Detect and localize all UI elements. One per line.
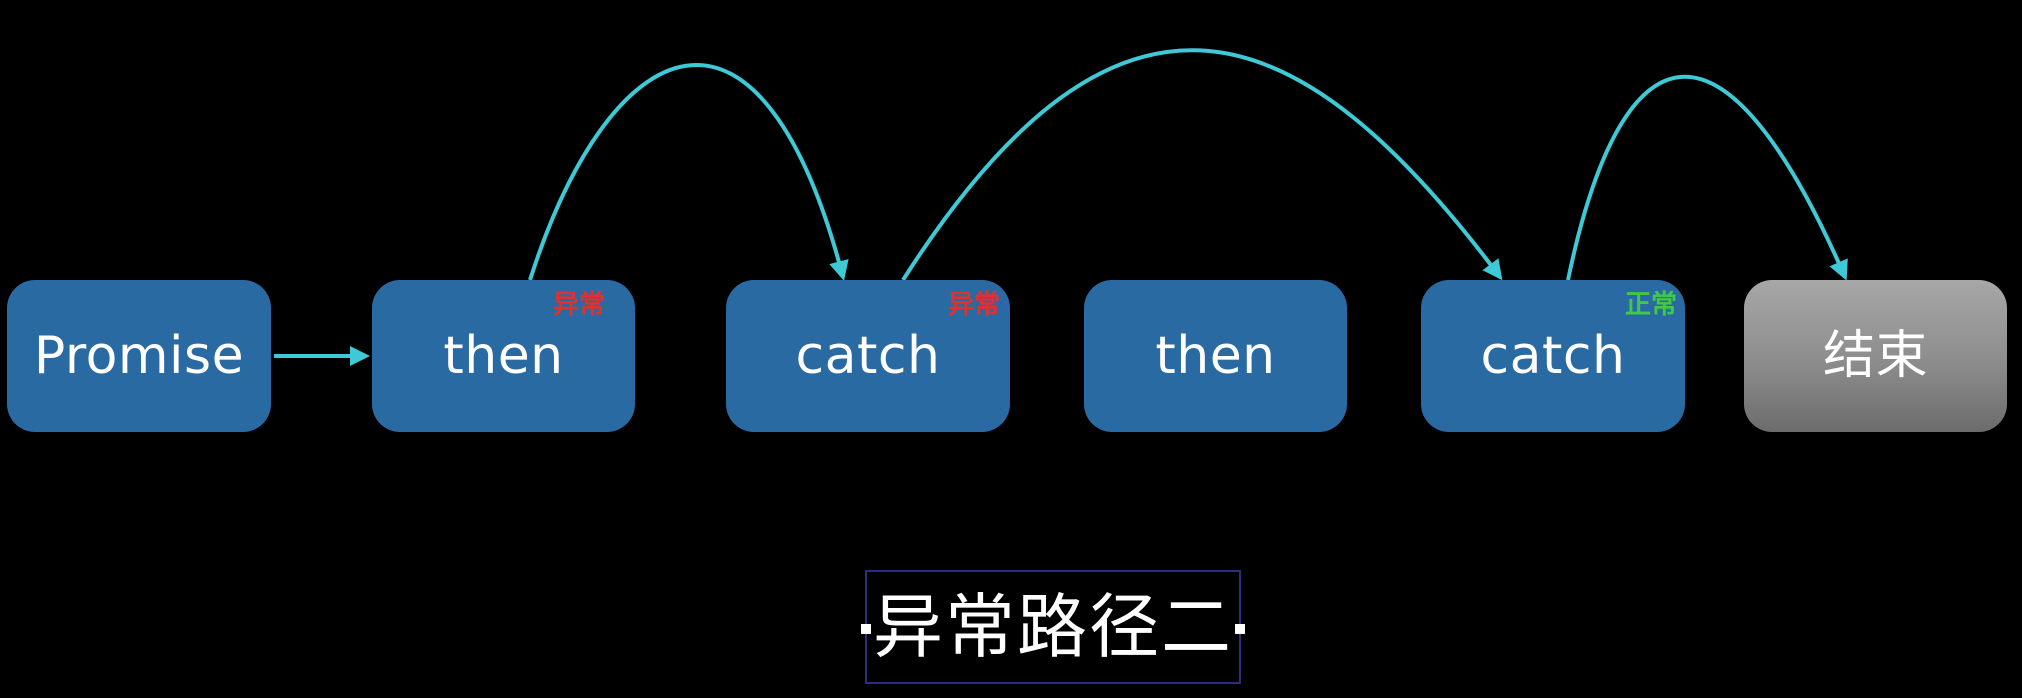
- node-label: then: [443, 326, 564, 386]
- status-badge: 正常: [1624, 290, 1677, 320]
- node-promise: Promise: [7, 280, 271, 432]
- status-badge: 异常: [947, 290, 1000, 320]
- node-catch-2: 正常 catch: [1421, 280, 1685, 432]
- node-label: Promise: [33, 326, 245, 386]
- arrow-then-to-catch: [528, 63, 849, 281]
- node-then-1: 异常 then: [372, 280, 635, 432]
- node-label: then: [1155, 326, 1276, 386]
- node-label: catch: [1480, 326, 1626, 386]
- node-label: 结束: [1822, 326, 1928, 386]
- node-end: 结束: [1744, 280, 2007, 432]
- resize-handle-left[interactable]: [861, 624, 871, 634]
- caption-textbox[interactable]: 异常路径二: [861, 570, 1245, 684]
- status-badge: 异常: [552, 290, 605, 320]
- resize-handle-right[interactable]: [1235, 624, 1245, 634]
- node-label: catch: [795, 326, 941, 386]
- arrow-catch-to-catch: [901, 48, 1503, 282]
- caption-title: 异常路径二: [873, 586, 1233, 668]
- node-catch-1: 异常 catch: [726, 280, 1010, 432]
- node-then-2: then: [1084, 280, 1347, 432]
- arrow-catch-to-end: [1566, 74, 1848, 281]
